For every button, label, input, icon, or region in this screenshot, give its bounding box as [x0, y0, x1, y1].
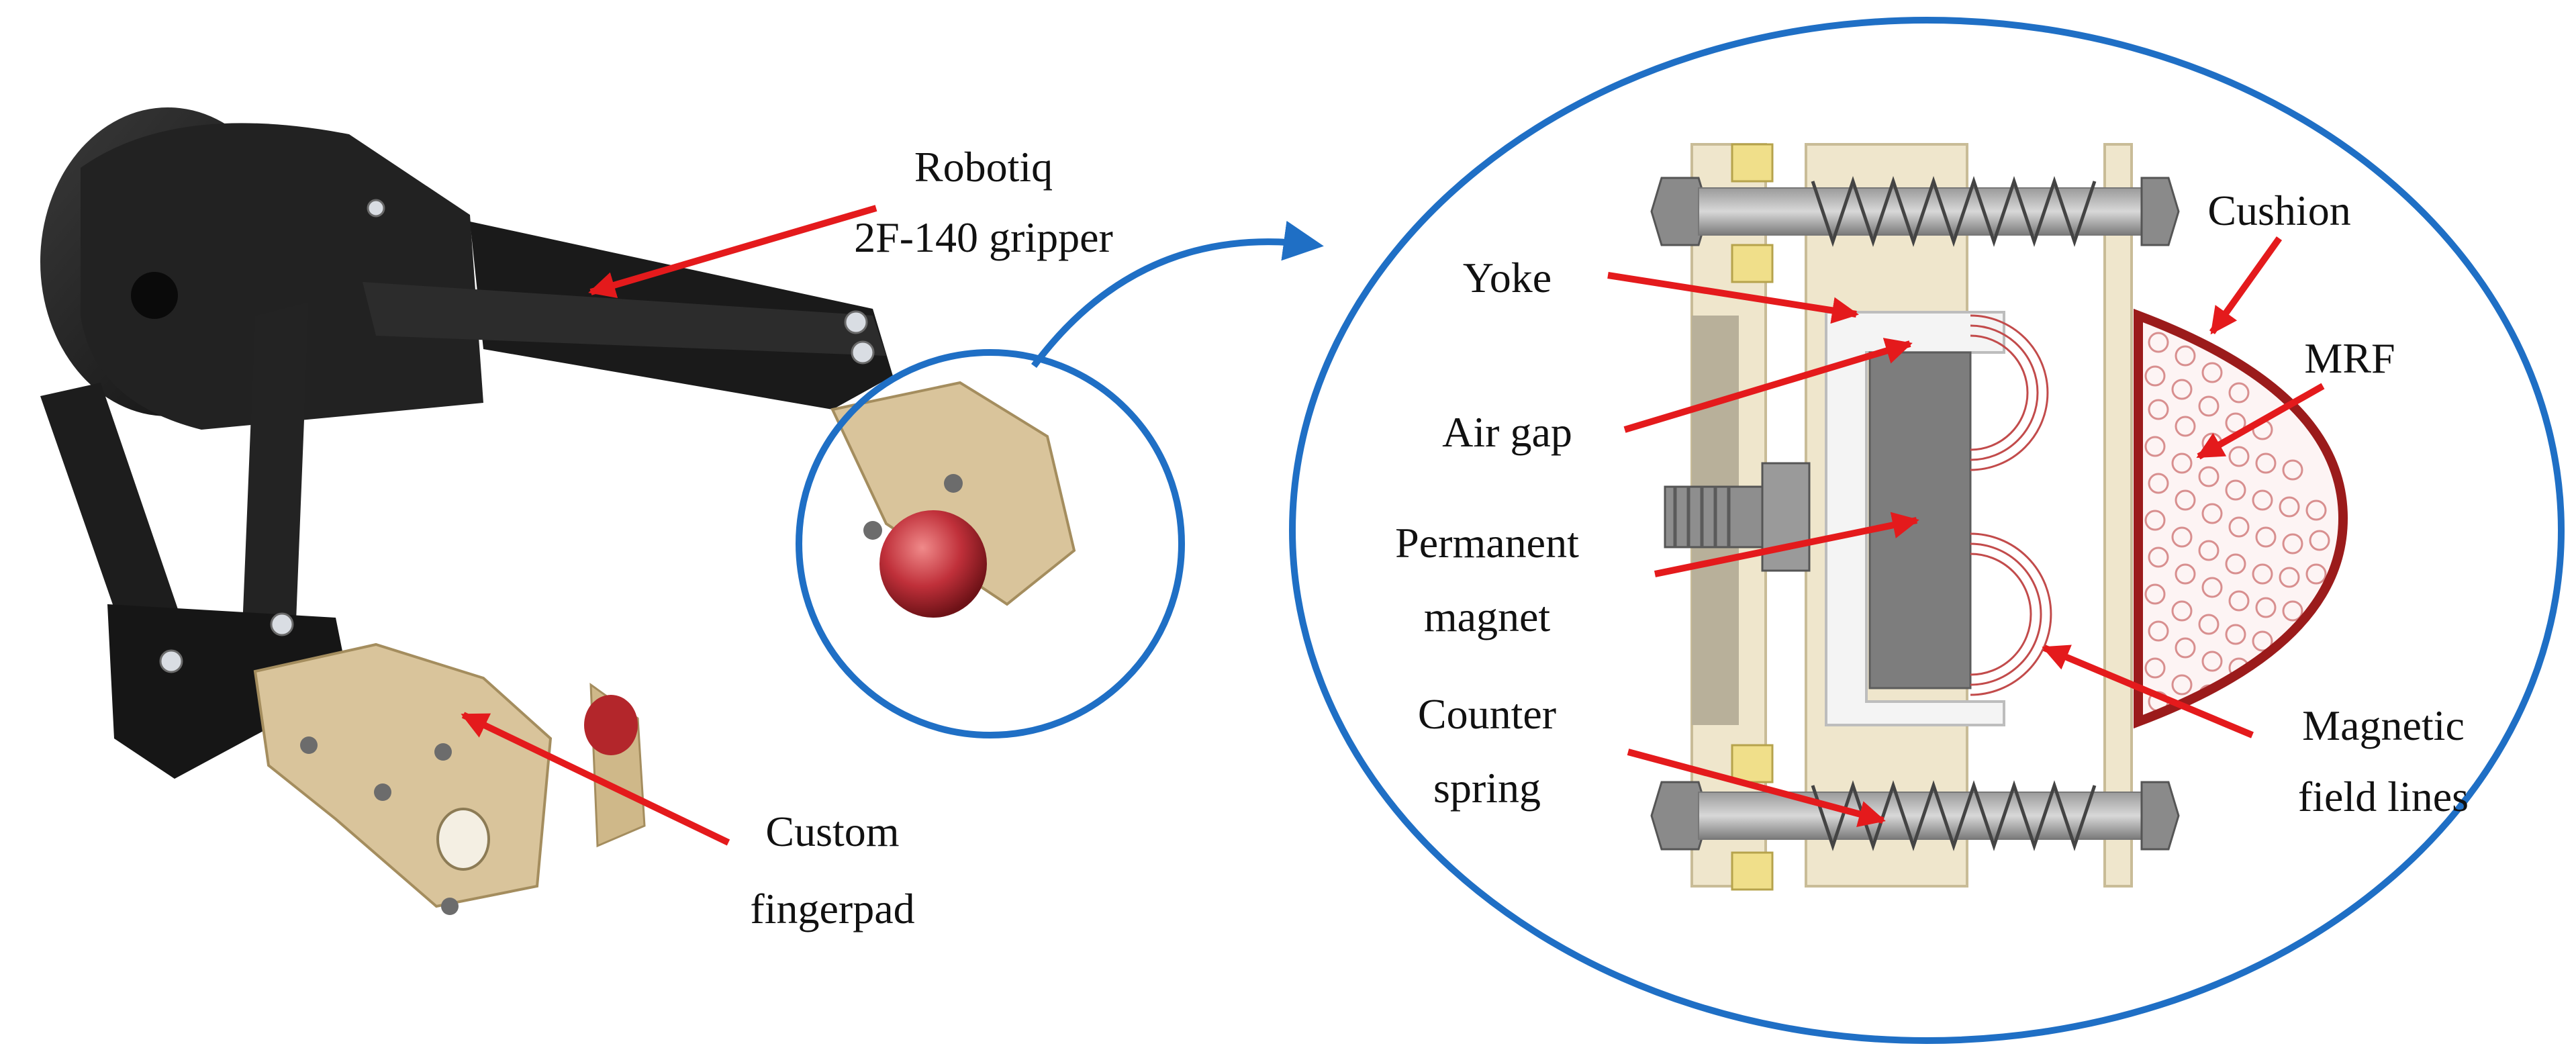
lower-custom-fingerpad — [253, 642, 646, 915]
spring-label-line2: spring — [1433, 764, 1541, 812]
gripper-port — [131, 272, 178, 319]
field-lines-label-line1: Magnetic — [2302, 702, 2465, 749]
gripper-label-line2: 2F-140 gripper — [854, 213, 1113, 261]
cushion — [2134, 308, 2348, 729]
spring-arrow — [1627, 749, 1886, 827]
magnet-arrow — [1654, 512, 1919, 577]
front-plate — [2103, 143, 2133, 888]
mrf-arrow — [2196, 383, 2325, 460]
cushion-label: Cushion — [2207, 187, 2350, 234]
washer-top — [1731, 143, 1774, 183]
detail-callout-circle — [796, 349, 1185, 738]
fingerpad-label-line1: Custom — [765, 808, 899, 855]
yoke-label: Yoke — [1463, 254, 1552, 301]
magnet-label-line2: magnet — [1424, 593, 1551, 640]
air-gap-arrow — [1623, 338, 1913, 433]
spring-label-line1: Counter — [1418, 690, 1556, 738]
gripper-label-line1: Robotiq — [914, 143, 1053, 191]
cushion-arrow — [2209, 236, 2283, 335]
yoke-arrow — [1607, 272, 1859, 324]
field-lines-label: Magnetic field lines — [2298, 702, 2469, 820]
yoke — [1825, 311, 2005, 726]
washer-bottom-2 — [1731, 851, 1774, 891]
washer-top-2 — [1731, 244, 1774, 283]
mrf-particles — [2144, 332, 2330, 712]
permanent-magnet — [1868, 351, 1972, 689]
mrf-label: MRF — [2304, 334, 2395, 382]
top-bolt-spring — [1650, 176, 2180, 247]
detail-callout-arrow — [1031, 220, 1324, 368]
field-lines-label-line2: field lines — [2298, 773, 2469, 820]
magnet-label: Permanent magnet — [1395, 519, 1579, 640]
magnetic-field-lines — [1970, 314, 2052, 696]
gripper-upper-link — [363, 282, 886, 356]
fingerpad-arrow — [461, 712, 730, 846]
field-lines-arrow — [2042, 644, 2254, 738]
spring-label: Counter spring — [1418, 690, 1556, 812]
pivot-pins — [159, 199, 875, 673]
gripper-housing — [81, 123, 483, 430]
washer-bottom — [1731, 744, 1774, 783]
gripper-illustration — [40, 107, 1076, 915]
gripper-mid-link — [242, 302, 309, 644]
gripper-arrow — [588, 205, 877, 299]
magnet-label-line1: Permanent — [1395, 519, 1579, 567]
upper-fingerpad — [830, 381, 1076, 618]
fingerpad-label: Custom fingerpad — [750, 808, 914, 933]
air-gap-label: Air gap — [1442, 408, 1572, 456]
bottom-bolt-spring — [1650, 780, 2180, 851]
gripper-label: Robotiq 2F-140 gripper — [854, 143, 1113, 261]
fingerpad-label-line2: fingerpad — [750, 885, 914, 933]
gripper-lower-arm — [107, 604, 349, 779]
